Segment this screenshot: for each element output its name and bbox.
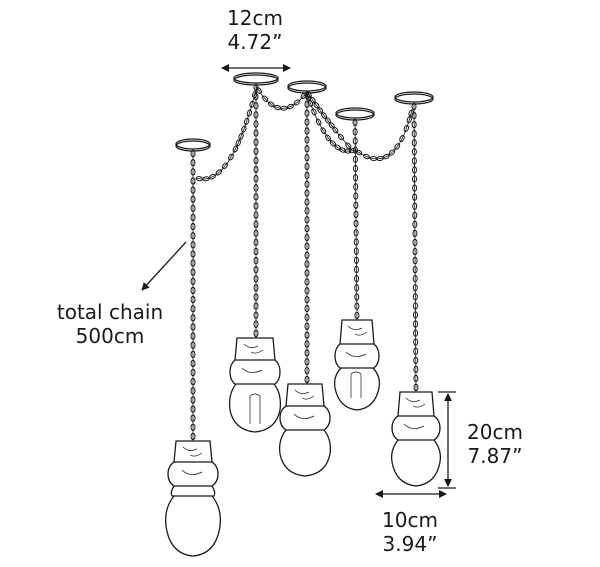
shade-height-imperial: 7.87” [467, 444, 523, 468]
chain-strand [221, 161, 229, 170]
pendant-2 [228, 337, 282, 433]
chain-strand [325, 134, 331, 142]
chain-strand [306, 91, 315, 104]
shade-height-metric: 20cm [467, 420, 523, 444]
canopy-width-imperial: 4.72” [227, 30, 283, 54]
chain-length-line2: 500cm [75, 324, 145, 348]
pendant-1 [165, 440, 221, 557]
dimension-shade-height [438, 391, 456, 489]
chains [190, 83, 419, 441]
chain-strand [394, 142, 401, 151]
chain-strand [370, 157, 377, 160]
chain-link [348, 148, 357, 154]
chain-strand [244, 108, 252, 126]
chain-strand [311, 106, 317, 118]
canopy-width-metric: 12cm [227, 6, 283, 30]
chain-strand [315, 117, 322, 127]
chain-strand [255, 85, 263, 96]
chain-strand [274, 106, 281, 109]
chain-strand [399, 133, 405, 144]
chain-strand [321, 112, 331, 124]
chain-strand [287, 104, 294, 109]
pendant-3 [278, 383, 332, 477]
chain-strand [239, 125, 246, 141]
chain-strand [267, 101, 275, 107]
canopy-width-label: 12cm 4.72” [200, 6, 310, 54]
chain-strand [354, 149, 363, 156]
chain-strand [329, 122, 338, 133]
chain-strand [314, 102, 323, 114]
chain-strand [293, 99, 301, 106]
dimension-chain-pointer [141, 241, 187, 291]
chain-strand [403, 122, 409, 135]
chain-strand [349, 149, 356, 152]
chain-strand [330, 140, 336, 147]
chain-strand [195, 177, 203, 180]
canopies [175, 72, 434, 152]
shade-width-metric: 10cm [382, 508, 438, 532]
chain-strand [261, 95, 269, 103]
chain-strand [362, 154, 371, 159]
chain-strand [388, 149, 395, 156]
chain-length-label: total chain 500cm [40, 300, 180, 348]
chain-strand [376, 157, 384, 160]
chain-length-line1: total chain [56, 300, 164, 324]
chain-strand [233, 139, 241, 153]
chain-strand [209, 174, 216, 179]
shade-height-label: 20cm 7.87” [452, 420, 538, 468]
chain-strand [320, 126, 327, 135]
chain-strand [413, 101, 417, 393]
chain-strand [250, 89, 257, 109]
shade-width-label: 10cm 3.94” [362, 508, 458, 556]
pendant-5 [390, 391, 442, 487]
chain-strand [215, 169, 223, 176]
chain-strand [344, 141, 353, 151]
chain-strand [227, 151, 235, 163]
shade-width-imperial: 3.94” [382, 532, 438, 556]
pendant-4 [333, 319, 381, 411]
chain-strand [202, 177, 210, 180]
chain-strand [383, 154, 390, 159]
chain-strand [336, 132, 345, 142]
chain-strand [407, 109, 413, 124]
